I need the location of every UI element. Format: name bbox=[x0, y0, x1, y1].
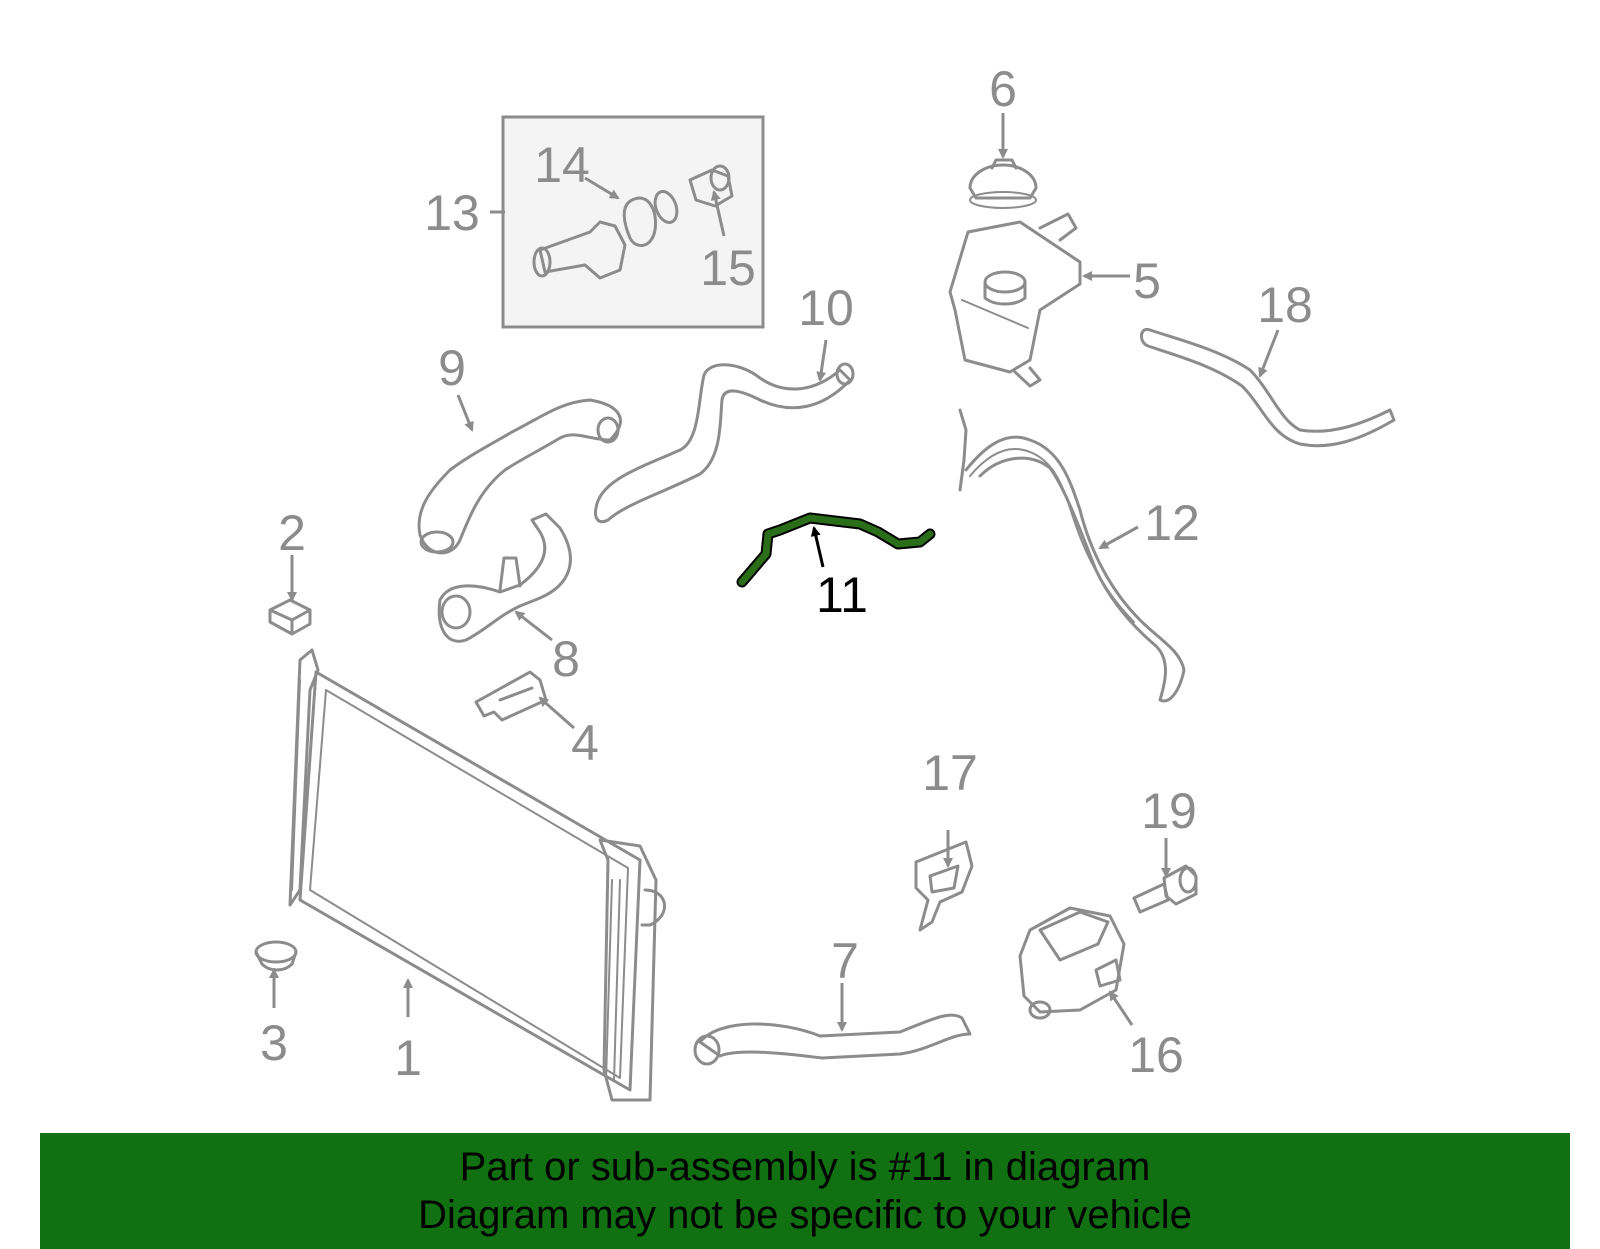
callout-14: 14 bbox=[534, 137, 590, 193]
part-7-end bbox=[693, 1034, 721, 1066]
callout-17: 17 bbox=[922, 745, 978, 801]
callout-15: 15 bbox=[700, 240, 756, 296]
callout-1: 1 bbox=[394, 1030, 422, 1086]
banner-line-1: Part or sub-assembly is #11 in diagram bbox=[459, 1145, 1151, 1189]
callout-2: 2 bbox=[278, 505, 306, 561]
callout-10: 10 bbox=[798, 280, 854, 336]
part-10-shape bbox=[594, 363, 852, 524]
callout-5: 5 bbox=[1133, 253, 1161, 309]
part-8-end bbox=[440, 594, 472, 630]
part-6-shape bbox=[968, 158, 1038, 209]
part-5-shape bbox=[948, 212, 1082, 388]
part-4-shape bbox=[474, 670, 548, 722]
banner-line-2: Diagram may not be specific to your vehi… bbox=[418, 1193, 1192, 1237]
info-banner: Part or sub-assembly is #11 in diagram D… bbox=[40, 1133, 1570, 1249]
part-9-shape bbox=[417, 398, 622, 555]
callout-12: 12 bbox=[1144, 495, 1200, 551]
part-19-shape bbox=[1132, 864, 1198, 914]
part-12-inner bbox=[969, 448, 1135, 623]
part-17-shape bbox=[914, 840, 974, 932]
callout-18: 18 bbox=[1257, 277, 1313, 333]
callout-9: 9 bbox=[438, 340, 466, 396]
part-12-shape bbox=[958, 408, 1186, 703]
callout-8: 8 bbox=[552, 631, 580, 687]
part-2-shape bbox=[268, 598, 312, 636]
callout-7: 7 bbox=[831, 933, 859, 989]
callout-13: 13 bbox=[424, 185, 480, 241]
part-8-stub bbox=[498, 556, 522, 592]
part-16-shape bbox=[1018, 906, 1126, 1020]
part-9-end bbox=[419, 530, 455, 554]
radiator-part-1 bbox=[288, 648, 667, 1102]
callout-11: 11 bbox=[816, 567, 868, 623]
part-18-shape bbox=[1140, 327, 1396, 448]
callout-19: 19 bbox=[1141, 783, 1197, 839]
part-8-shape bbox=[437, 512, 572, 643]
part-3-shape bbox=[254, 940, 298, 972]
callout-16: 16 bbox=[1128, 1027, 1184, 1083]
callout-3: 3 bbox=[260, 1015, 288, 1071]
part-10-end bbox=[835, 362, 855, 386]
part-9-end-b bbox=[596, 416, 620, 444]
part-7-shape bbox=[698, 1013, 972, 1060]
part-11-highlighted bbox=[736, 512, 936, 588]
callout-4: 4 bbox=[571, 715, 599, 771]
callout-6: 6 bbox=[989, 61, 1017, 117]
